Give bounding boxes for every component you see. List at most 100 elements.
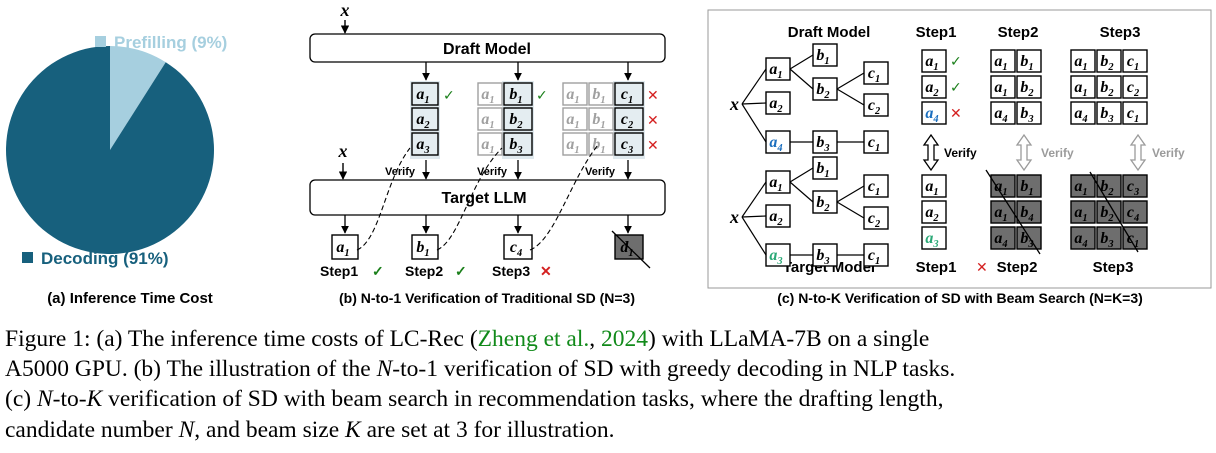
step2-target-r2-b3: b3 [1016, 226, 1042, 250]
svg-text:a1: a1 [566, 136, 579, 156]
token-c1: c1 [614, 82, 644, 106]
target-llm-label: Target LLM [441, 190, 526, 207]
svg-text:c1: c1 [868, 178, 880, 198]
token-b1: b1 [588, 107, 614, 131]
prefilling-legend-swatch [95, 36, 106, 47]
decoding-legend-label: Decoding (91%) [41, 249, 169, 268]
caption-line-3: (c) N-to-K verification of SD with beam … [5, 386, 944, 413]
citation-year-link[interactable]: 2024 [601, 326, 649, 352]
target-model-title: Target Model [783, 259, 875, 276]
svg-text:a3: a3 [769, 247, 782, 267]
verify-arrow-step3 [1129, 133, 1147, 172]
step2-target-r1-b4: b4 [1016, 200, 1042, 224]
draft-model-title: Draft Model [788, 24, 871, 41]
step1-draft-a2: a2 [921, 75, 947, 99]
svg-text:a3: a3 [416, 136, 429, 156]
svg-text:c3: c3 [1127, 178, 1139, 198]
svg-text:b3: b3 [1100, 105, 1113, 125]
target-tree-l3-c2: c2 [863, 206, 889, 230]
step3-draft-r1-b2: b2 [1096, 75, 1122, 99]
cross-icon: ✕ [647, 88, 659, 104]
token-a1: a1 [477, 132, 503, 156]
token-a1: a1 [477, 107, 503, 131]
svg-text:a1: a1 [994, 79, 1007, 99]
token-b1: b1 [588, 82, 614, 106]
step3-draft-r2-c1: c1 [1122, 101, 1148, 125]
cross-icon: ✕ [950, 106, 962, 122]
svg-text:a1: a1 [925, 178, 938, 198]
target-tree-l3-c1: c1 [863, 174, 889, 198]
verify-label-1: Verify [385, 166, 416, 178]
draft-tree-l3-c1: c1 [863, 130, 889, 154]
step2-target-r0-b1: b1 [1016, 174, 1042, 198]
target-tree-l1-a1: a1 [765, 170, 791, 194]
svg-text:a2: a2 [925, 79, 938, 99]
step3-draft-r2-b3: b3 [1096, 101, 1122, 125]
draft-tree-l3-c1: c1 [863, 61, 889, 85]
step3-target-r1-b2: b2 [1096, 200, 1122, 224]
step2-draft-r2-a4: a4 [990, 101, 1016, 125]
step3-target-r0-a1: a1 [1070, 174, 1096, 198]
svg-text:c3: c3 [621, 136, 633, 156]
draft-tree-l1-a4: a4 [765, 130, 791, 154]
verify-label-c1: Verify [944, 146, 977, 160]
verify-label-3: Verify [585, 166, 616, 178]
token-a1: a1 [562, 132, 588, 156]
step3-target-r1-c4: c4 [1122, 200, 1148, 224]
svg-text:✕: ✕ [540, 263, 552, 279]
output-b1: b1 [411, 234, 439, 260]
svg-text:a1: a1 [994, 53, 1007, 73]
target-tree-l2-b1: b1 [812, 156, 838, 180]
svg-text:a1: a1 [994, 204, 1007, 224]
pie-slice-decoding [5, 46, 215, 254]
svg-text:b2: b2 [509, 111, 522, 131]
citation-link[interactable]: Zheng et al. [477, 326, 590, 352]
svg-text:a1: a1 [566, 86, 579, 106]
caption-line-2: A5000 GPU. (b) The illustration of the N… [5, 356, 956, 383]
svg-text:c1: c1 [621, 86, 633, 106]
svg-text:a1: a1 [481, 111, 494, 131]
step3-target-r1-a1: a1 [1070, 200, 1096, 224]
step3-draft-r0-b2: b2 [1096, 49, 1122, 73]
draft-tree-l1-a2: a2 [765, 91, 791, 115]
svg-text:a4: a4 [1074, 230, 1087, 250]
target-tree-l1-a3: a3 [765, 243, 791, 267]
svg-text:a1: a1 [416, 86, 429, 106]
step1-target-a3: a3 [921, 226, 947, 250]
output-a1: a1 [331, 234, 359, 260]
step2-target-r2-a4: a4 [990, 226, 1016, 250]
step2-draft-r0-b1: b1 [1016, 49, 1042, 73]
token-c3: c3 [614, 132, 644, 156]
step3-draft-r0-c1: c1 [1122, 49, 1148, 73]
token-b1: b1 [503, 82, 533, 106]
target-tree-l2-b3: b3 [812, 243, 838, 267]
svg-text:✕: ✕ [976, 259, 988, 275]
svg-text:c1: c1 [868, 134, 880, 154]
input-x-top: x [340, 0, 350, 20]
token-a3: a3 [411, 132, 439, 156]
svg-text:c4: c4 [1127, 204, 1139, 224]
step2-bottom-label: Step2 [997, 259, 1038, 276]
svg-text:a1: a1 [481, 86, 494, 106]
draft-tree-l2-b2: b2 [812, 77, 838, 101]
step1-title: Step1 [916, 24, 957, 41]
svg-text:b3: b3 [1020, 105, 1033, 125]
svg-text:a4: a4 [769, 134, 782, 154]
svg-text:c1: c1 [868, 65, 880, 85]
svg-text:a1: a1 [336, 239, 349, 259]
verify-label-c3: Verify [1152, 146, 1185, 160]
token-a1: a1 [477, 82, 503, 106]
svg-text:a4: a4 [994, 105, 1007, 125]
decoding-legend-swatch [22, 252, 33, 263]
caption-line-1: Figure 1: (a) The inference time costs o… [5, 326, 930, 352]
svg-text:b3: b3 [1100, 230, 1113, 250]
svg-text:a4: a4 [1074, 105, 1087, 125]
step2-draft-r1-a1: a1 [990, 75, 1016, 99]
svg-text:b4: b4 [1020, 204, 1033, 224]
svg-text:b2: b2 [1020, 79, 1033, 99]
svg-text:b2: b2 [1100, 79, 1113, 99]
step3-target-r2-a4: a4 [1070, 226, 1096, 250]
svg-text:a1: a1 [769, 61, 782, 81]
target-tree-l3-c1: c1 [863, 243, 889, 267]
